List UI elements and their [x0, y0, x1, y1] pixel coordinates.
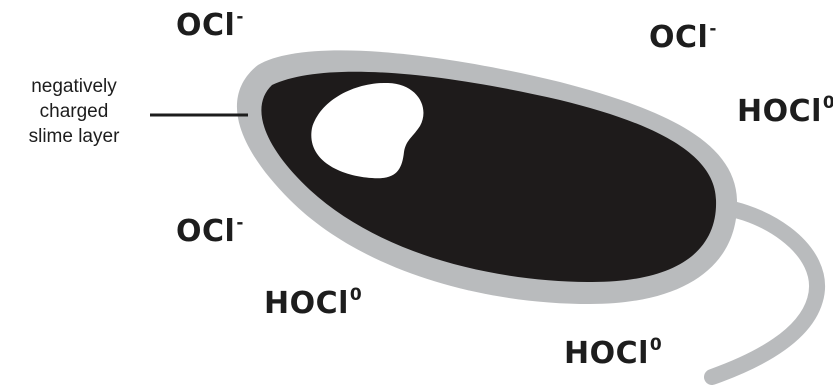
ion-label: OCl-	[176, 217, 244, 247]
ion-charge: -	[709, 19, 717, 39]
label-line: negatively	[0, 74, 148, 99]
ion-charge: 0	[823, 93, 833, 113]
ion-label: OCl-	[649, 23, 717, 53]
ion-charge: 0	[650, 335, 662, 355]
ion-label: HOCl0	[564, 339, 662, 369]
slime-layer-label: negatively charged slime layer	[0, 74, 148, 149]
label-line: slime layer	[0, 124, 148, 149]
ion-formula: OCl	[649, 20, 708, 55]
ion-charge: -	[236, 213, 244, 233]
ion-formula: HOCl	[737, 94, 822, 129]
ion-charge: 0	[350, 285, 362, 305]
ion-label: HOCl0	[264, 289, 362, 319]
ion-label: OCl-	[176, 11, 244, 41]
ion-label: HOCl0	[737, 97, 833, 127]
label-line: charged	[0, 99, 148, 124]
ion-formula: HOCl	[264, 286, 349, 321]
ion-charge: -	[236, 7, 244, 27]
ion-formula: OCl	[176, 214, 235, 249]
ion-formula: OCl	[176, 8, 235, 43]
ion-formula: HOCl	[564, 336, 649, 371]
